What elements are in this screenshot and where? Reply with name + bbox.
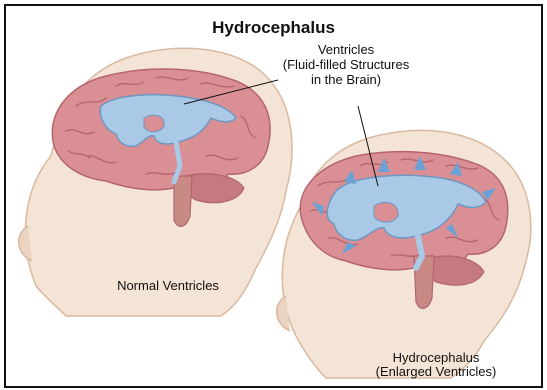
normal-ventricles-label: Normal Ventricles	[68, 278, 268, 293]
normal-ventricle-inner	[144, 115, 164, 132]
hydro-ventricle-inner	[374, 202, 398, 222]
ventricles-callout: Ventricles (Fluid-filled Structures in t…	[246, 42, 446, 87]
figure-title: Hydrocephalus	[6, 18, 541, 38]
hydro-label-line-1: Hydrocephalus	[336, 351, 536, 365]
normal-head	[19, 48, 292, 316]
callout-line-1: Ventricles	[246, 42, 446, 57]
hydro-ventricles-label: Hydrocephalus (Enlarged Ventricles)	[336, 351, 536, 379]
hydro-head	[277, 130, 531, 378]
hydro-label-line-2: (Enlarged Ventricles)	[336, 365, 536, 379]
callout-line-3: in the Brain)	[246, 72, 446, 87]
figure-frame: Hydrocephalus Ventricles (Fluid-filled S…	[4, 4, 543, 388]
callout-line-2: (Fluid-filled Structures	[246, 57, 446, 72]
normal-brainstem	[174, 176, 192, 226]
